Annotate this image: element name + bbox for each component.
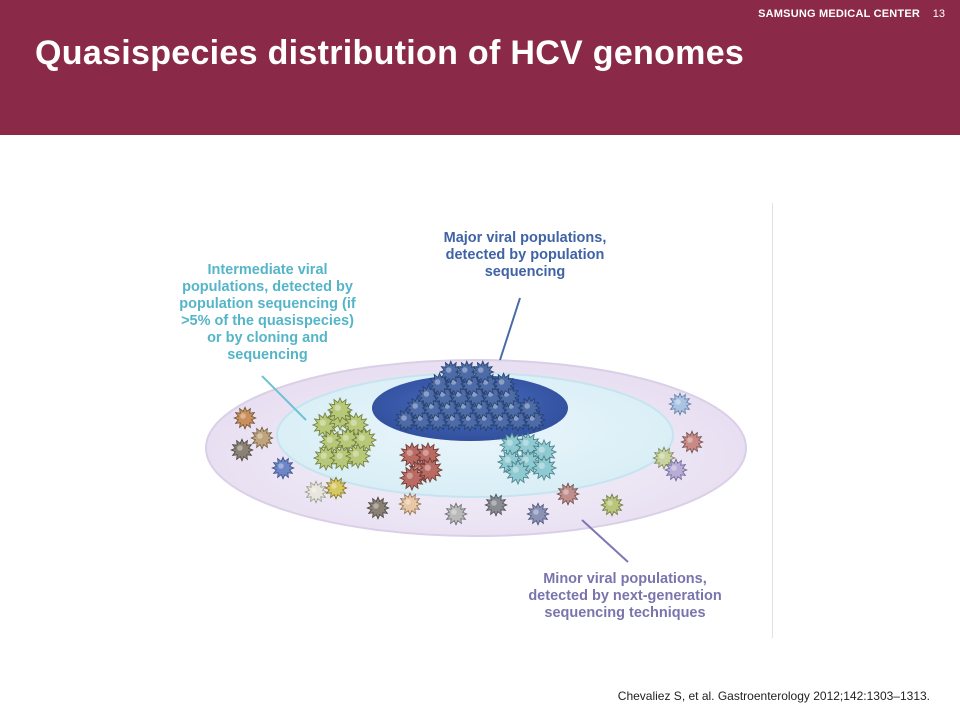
virus-particle-icon xyxy=(454,360,479,384)
citation: Chevaliez S, et al. Gastroenterology 201… xyxy=(617,689,930,703)
virus-particle-icon xyxy=(438,360,463,384)
virus-particle-icon xyxy=(530,454,558,482)
virus-particle-icon xyxy=(470,360,495,384)
virus-particle-icon xyxy=(556,482,580,506)
virus-particle-icon xyxy=(250,426,274,450)
virus-particle-icon xyxy=(668,392,692,416)
virus-particle-icon xyxy=(517,396,542,420)
slide-title: Quasispecies distribution of HCV genomes xyxy=(35,34,745,72)
virus-particle-icon xyxy=(398,492,422,516)
intermediate-pointer-line xyxy=(261,375,307,421)
virus-particle-icon xyxy=(498,431,526,459)
minor-pointer-line xyxy=(581,519,629,563)
virus-particle-icon xyxy=(344,442,372,470)
virus-particle-icon xyxy=(366,496,390,520)
minor-population-label: Minor viral populations, detected by nex… xyxy=(528,571,722,621)
slide-header: SAMSUNG MEDICAL CENTER 13 Quasispecies d… xyxy=(0,0,960,135)
virus-particle-icon xyxy=(398,464,426,492)
virus-particle-icon xyxy=(304,480,328,504)
virus-particle-icon xyxy=(484,493,508,517)
virus-particle-icon xyxy=(444,502,468,526)
virus-particle-icon xyxy=(504,458,532,486)
virus-particle-icon xyxy=(230,438,254,462)
virus-particle-icon xyxy=(680,430,704,454)
virus-particle-icon xyxy=(350,426,378,454)
intermediate-population-label: Intermediate viral populations, detected… xyxy=(179,262,356,363)
virus-particle-icon xyxy=(324,476,348,500)
figure-border xyxy=(772,203,773,638)
quasispecies-diagram xyxy=(205,297,747,563)
major-population-label: Major viral populations, detected by pop… xyxy=(443,230,607,280)
virus-particle-icon xyxy=(664,458,688,482)
virus-particles xyxy=(230,360,704,526)
virus-particle-icon xyxy=(416,456,444,484)
brand-name: SAMSUNG MEDICAL CENTER xyxy=(758,8,920,20)
virus-particle-icon xyxy=(328,444,356,472)
virus-particle-icon xyxy=(233,406,257,430)
virus-particle-icon xyxy=(326,396,354,424)
virus-particle-icon xyxy=(312,444,340,472)
major-pointer-line xyxy=(499,297,521,361)
virus-particle-icon xyxy=(600,493,624,517)
virus-particle-icon xyxy=(491,372,516,396)
virus-particle-icon xyxy=(514,431,542,459)
virus-particle-icon xyxy=(271,456,295,480)
page-number: 13 xyxy=(932,8,945,20)
virus-particle-icon xyxy=(526,502,550,526)
